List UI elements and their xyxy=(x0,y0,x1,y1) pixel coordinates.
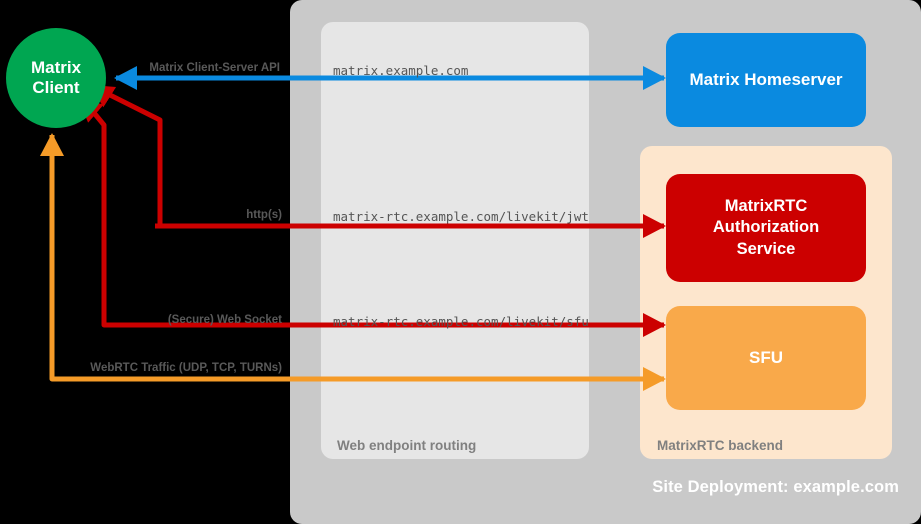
label-http-s: http(s) xyxy=(246,209,282,221)
auth-label-line3: Service xyxy=(736,239,796,258)
sfu-label: SFU xyxy=(749,348,783,367)
label-matrix-client-server-api: Matrix Client-Server API xyxy=(149,62,280,74)
auth-label-line1: MatrixRTC xyxy=(724,196,808,215)
label-webrtc-traffic: WebRTC Traffic (UDP, TCP, TURNs) xyxy=(90,362,282,374)
label-secure-web-socket: (Secure) Web Socket xyxy=(167,314,282,326)
web-endpoint-routing-label: Web endpoint routing xyxy=(337,438,477,453)
site-deployment-label: Site Deployment: example.com xyxy=(652,478,899,496)
auth-label-line2: Authorization xyxy=(712,218,820,237)
matrix-client-label-line1: Matrix xyxy=(30,57,82,77)
node-matrix-homeserver[interactable]: Matrix Homeserver xyxy=(666,33,866,127)
node-matrix-client[interactable]: Matrix Client xyxy=(6,28,106,128)
matrixrtc-backend-label: MatrixRTC backend xyxy=(657,438,784,453)
endpoint-livekit-sfu: matrix-rtc.example.com/livekit/sfu xyxy=(333,314,589,329)
web-endpoint-routing-container xyxy=(321,22,589,459)
matrix-homeserver-label: Matrix Homeserver xyxy=(689,70,843,89)
endpoint-matrix-example-com: matrix.example.com xyxy=(333,63,469,78)
endpoint-livekit-jwt: matrix-rtc.example.com/livekit/jwt xyxy=(333,209,589,224)
node-matrixrtc-authorization-service[interactable]: MatrixRTC Authorization Service xyxy=(666,174,866,282)
matrix-client-label-line2: Client xyxy=(32,78,80,97)
node-sfu[interactable]: SFU xyxy=(666,306,866,410)
